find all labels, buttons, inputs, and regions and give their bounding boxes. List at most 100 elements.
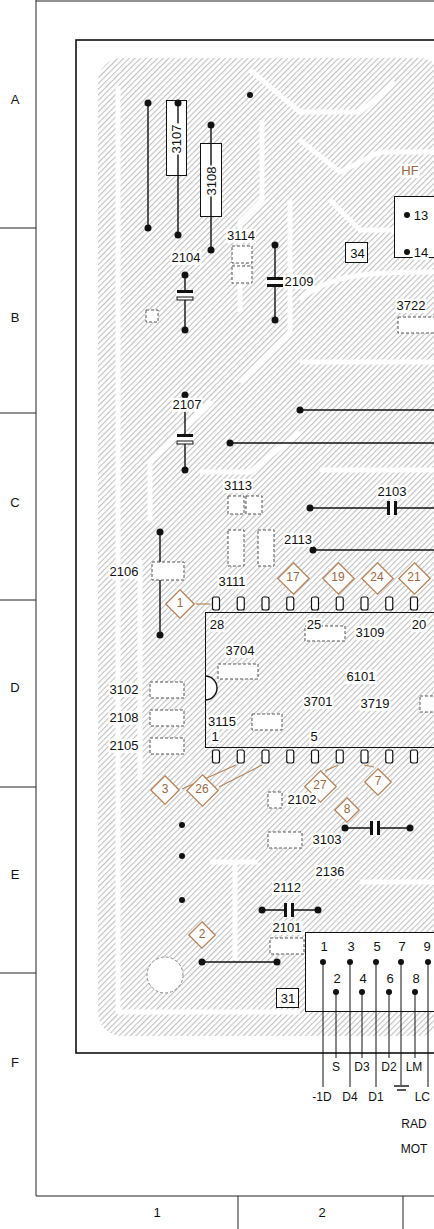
pin-number: 28 [209,618,225,632]
solder-dot [145,100,152,107]
pin-number: 6 [385,972,394,986]
callout-number: 2 [199,928,206,941]
solder-dot [259,907,266,914]
isolation-gap [150,402,212,522]
grid-reference: A [10,93,21,107]
part-number: 3701 [303,695,334,709]
part-number: 3108 [205,166,219,197]
part-number: 34 [349,246,365,260]
ic-pin [213,597,220,610]
pin-number: 14 [413,246,429,260]
callout-number: 8 [344,803,351,816]
part-number: 2104 [171,251,202,265]
solder-dot [182,327,189,334]
callout-diamond: 2 [188,921,216,949]
capacitor-symbol [291,903,294,917]
callout-leader [364,765,374,767]
isolation-gap [233,860,238,960]
pin-number: 13 [413,209,429,223]
signal-name: D4 [341,1091,358,1104]
part-number: 2109 [284,275,315,289]
signal-leader [415,992,416,1058]
solder-dot [404,212,410,218]
part-outline [146,246,434,954]
sheet-frame [36,1,434,2]
solder-dot [272,242,279,249]
component-lead [313,549,434,550]
solder-dot [157,529,164,536]
hf-module: HF1314 [394,196,434,258]
signal-leader [401,962,402,1085]
part-outline [228,496,244,514]
signal-leader [428,962,429,1087]
callout-leader [196,603,210,604]
grid-reference: E [10,868,21,882]
ic-pin [386,597,393,610]
resistor-body: 3108 [200,143,222,217]
signal-leader [323,962,324,1087]
ic-pin [237,597,244,610]
part-outline [218,664,258,679]
part-number: 2136 [315,865,346,879]
grid-reference: D [9,681,20,695]
component-pad-ground [345,242,368,263]
isolation-gap [300,360,434,365]
part-number: 3109 [355,626,386,640]
callout-number: 21 [407,571,420,584]
callout-diamond: 7 [364,768,392,796]
callout-number: 24 [370,571,383,584]
component-pad-ground [276,988,298,1008]
ic-pin [336,750,343,763]
callout-diamond: 24 [361,562,394,595]
ic-notch [205,676,217,700]
signal-name: LM [405,1061,424,1074]
isolation-gap [200,432,300,472]
sheet-frame [0,973,36,974]
part-number: 3107 [170,124,184,155]
copper-area [98,58,434,1036]
solder-dot [208,122,215,129]
solder-dot [208,247,215,254]
component-lead [230,442,434,443]
solder-dot [310,547,317,554]
part-number: 3719 [360,697,391,711]
isolation-gap [320,468,434,473]
diamond-outline [361,562,392,593]
solder-dot [199,959,206,966]
diamond-outline [189,922,215,948]
sheet-frame [0,413,36,414]
signal-name: LC [414,1091,431,1104]
capacitor-symbol [284,903,287,917]
solder-dot [315,907,322,914]
sheet-frame [36,0,37,1196]
callout-number: 1 [177,597,184,610]
callout-diamond: 19 [322,562,355,595]
mounting-hole [147,957,183,993]
callout-diamond: 21 [398,562,431,595]
connector-name: RAD [400,1118,427,1131]
component-pad-ground [95,1040,434,1050]
capacitor-symbol [177,290,193,293]
part-number: 2108 [109,711,140,725]
component-lead [300,409,434,410]
part-number: 3113 [223,479,253,493]
part-number: 2105 [109,739,140,753]
part-number: 31 [280,992,296,1006]
solder-dot [157,632,164,639]
pin-number: 2 [332,972,341,986]
callout-number: 19 [331,571,344,584]
part-number: 3103 [312,833,343,847]
solder-dot [145,225,152,232]
part-outline [398,317,434,333]
part-number: 3722 [396,299,427,313]
ic-pin [411,597,418,610]
capacitor-symbol [394,501,397,515]
solder-dot [179,897,185,903]
part-outline [246,496,262,514]
ic-pin [336,597,343,610]
callout-number: 3 [162,783,169,796]
signal-leader [323,962,428,1087]
callout-diamond: 26 [186,774,219,807]
signal-leader [389,992,390,1058]
